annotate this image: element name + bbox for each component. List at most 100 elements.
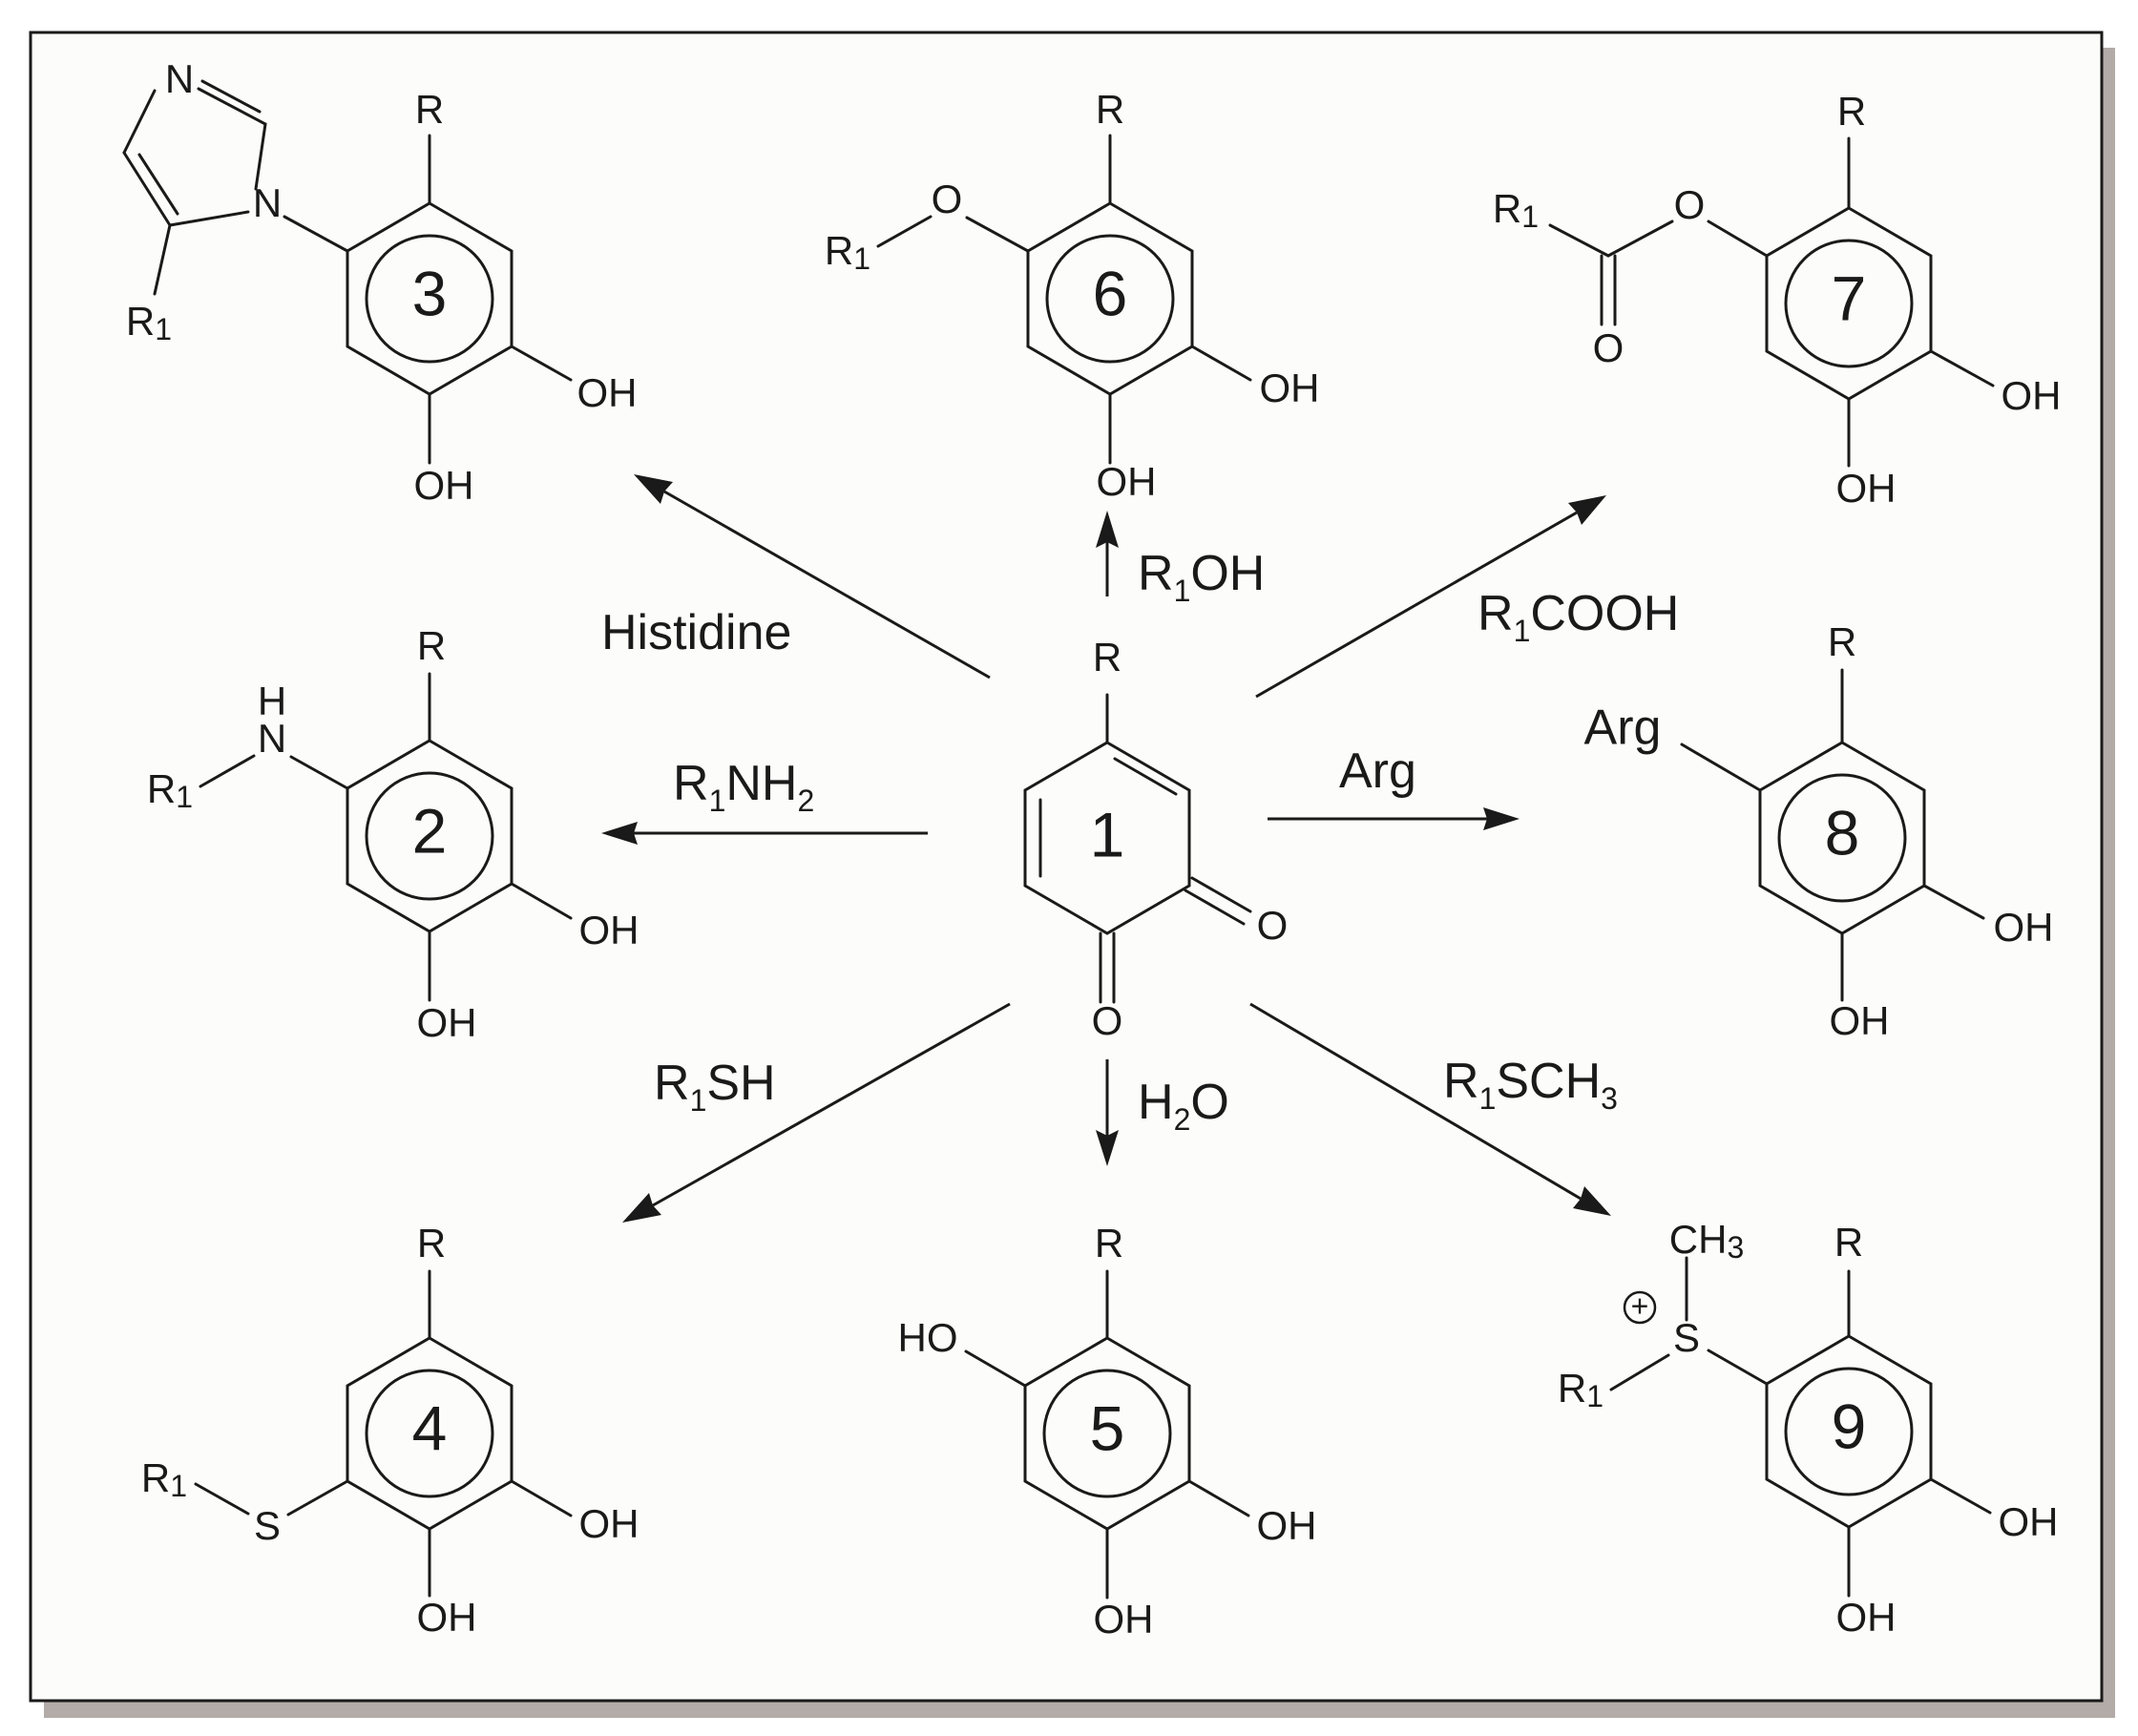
- arrowhead: [601, 822, 638, 845]
- hydroxyl-label: HO: [898, 1315, 958, 1360]
- bond: [1707, 1349, 1769, 1386]
- bond: [122, 89, 157, 155]
- compound-number-8: 8: [1825, 797, 1860, 868]
- bond: [1707, 220, 1769, 258]
- bond: [510, 882, 573, 920]
- compound-1: R 1 O O: [1023, 635, 1289, 1043]
- compound-9: 9 R S CH3 + R1 OH OH: [1558, 1217, 2059, 1640]
- reagent-label-9: R1SCH3: [1443, 1054, 1618, 1116]
- bond: [137, 153, 179, 216]
- reagent-label-6: R1OH: [1138, 546, 1265, 608]
- ether-o: O: [932, 177, 963, 221]
- reagent-label-5: H2O: [1138, 1075, 1229, 1137]
- hydroxyl-label: OH: [577, 370, 638, 415]
- arrowhead: [1483, 807, 1520, 830]
- reagent-label-7: R1COOH: [1478, 586, 1679, 648]
- hydroxyl-label: OH: [1094, 1597, 1154, 1642]
- oxo-label: O: [1092, 998, 1123, 1043]
- bond: [965, 216, 1030, 253]
- sulfonium-s: S: [1673, 1315, 1700, 1360]
- substituent-r: R: [1093, 635, 1121, 680]
- arrow-to-4: [652, 1002, 1011, 1207]
- substituent-r1: R1: [141, 1455, 187, 1503]
- arg-substituent: Arg: [1584, 701, 1662, 756]
- compound-7: 7 R O R1 O OH OH: [1493, 89, 2062, 511]
- bond: [1187, 1479, 1250, 1517]
- bond: [510, 345, 573, 382]
- aromatic-circle: [1784, 239, 1914, 368]
- amine-n: N: [258, 716, 286, 761]
- bond: [876, 215, 933, 248]
- oxo-label: O: [1257, 903, 1289, 948]
- substituent-r: R: [1828, 619, 1856, 664]
- double-bond-inner: [1113, 757, 1178, 796]
- bond: [200, 79, 262, 114]
- compound-3: 3 R OH OH N N R1: [122, 56, 638, 508]
- amine-h: H: [258, 679, 286, 723]
- hydroxyl-label: OH: [417, 1595, 477, 1640]
- bond: [194, 1482, 250, 1516]
- aromatic-circle: [1777, 773, 1907, 903]
- bond: [122, 151, 172, 227]
- compound-number-6: 6: [1093, 258, 1128, 328]
- substituent-r1: R1: [825, 228, 870, 276]
- hydroxyl-label: OH: [1994, 905, 2054, 950]
- arrowhead: [1568, 495, 1606, 525]
- frame: [29, 31, 2104, 1703]
- bond: [1548, 223, 1610, 258]
- bond: [283, 215, 349, 253]
- bond: [197, 87, 267, 126]
- hydroxyl-label: OH: [417, 1000, 477, 1045]
- compound-5: 5 R HO OH OH: [898, 1221, 1317, 1642]
- compound-4: 4 R S R1 OH OH: [141, 1221, 639, 1640]
- bond: [254, 122, 267, 191]
- bond: [1606, 220, 1674, 258]
- compound-number-4: 4: [412, 1392, 448, 1463]
- methyl-label: CH3: [1669, 1217, 1744, 1265]
- substituent-r: R: [1837, 89, 1866, 134]
- hydroxyl-label: OH: [1836, 466, 1897, 511]
- substituent-r: R: [1096, 87, 1124, 132]
- bond: [199, 754, 256, 788]
- aromatic-circle: [1784, 1367, 1914, 1496]
- arrowhead: [622, 1193, 661, 1223]
- carbonyl-bond-right: [1190, 876, 1252, 913]
- hydroxyl-label: OH: [1999, 1499, 2059, 1544]
- bond: [1680, 743, 1762, 792]
- reagent-label-8: Arg: [1339, 743, 1416, 799]
- arrow-to-7: [1255, 511, 1578, 699]
- hydroxyl-label: OH: [1257, 1503, 1317, 1548]
- arrowhead: [634, 474, 673, 504]
- compound-number-5: 5: [1090, 1392, 1125, 1463]
- compound-2: 2 R H N R1 OH OH: [147, 623, 639, 1045]
- arrowhead: [1096, 511, 1119, 548]
- arrow-to-3: [663, 490, 991, 680]
- carbonyl-o: O: [1593, 325, 1624, 370]
- bond: [286, 1479, 349, 1516]
- bond: [1929, 349, 1995, 387]
- aromatic-circle: [1042, 1369, 1172, 1498]
- imidazole-n: N: [253, 180, 282, 225]
- aromatic-circle: [365, 1369, 494, 1498]
- ester-o: O: [1674, 182, 1706, 227]
- substituent-r: R: [415, 87, 444, 132]
- bond: [510, 1479, 573, 1517]
- arrowhead: [1573, 1186, 1611, 1216]
- substituent-r1: R1: [126, 299, 172, 346]
- substituent-r: R: [1095, 1221, 1123, 1265]
- reagent-labels: R1NH2 Histidine R1SH H2O R1OH R1COOH Arg…: [601, 546, 1679, 1137]
- compound-number-1: 1: [1090, 799, 1125, 869]
- imidazole-n: N: [165, 56, 194, 101]
- bond: [1922, 884, 1985, 920]
- hydroxyl-label: OH: [1836, 1595, 1897, 1640]
- compound-number-2: 2: [412, 795, 448, 866]
- compound-6: 6 R O R1 OH OH: [825, 87, 1320, 504]
- bond: [1929, 1477, 1992, 1515]
- bond: [1190, 345, 1252, 382]
- hydroxyl-label: OH: [579, 1501, 639, 1546]
- substituent-r1: R1: [1558, 1366, 1604, 1413]
- aromatic-circle: [365, 234, 494, 364]
- substituent-r1: R1: [147, 766, 193, 814]
- bond: [168, 210, 250, 227]
